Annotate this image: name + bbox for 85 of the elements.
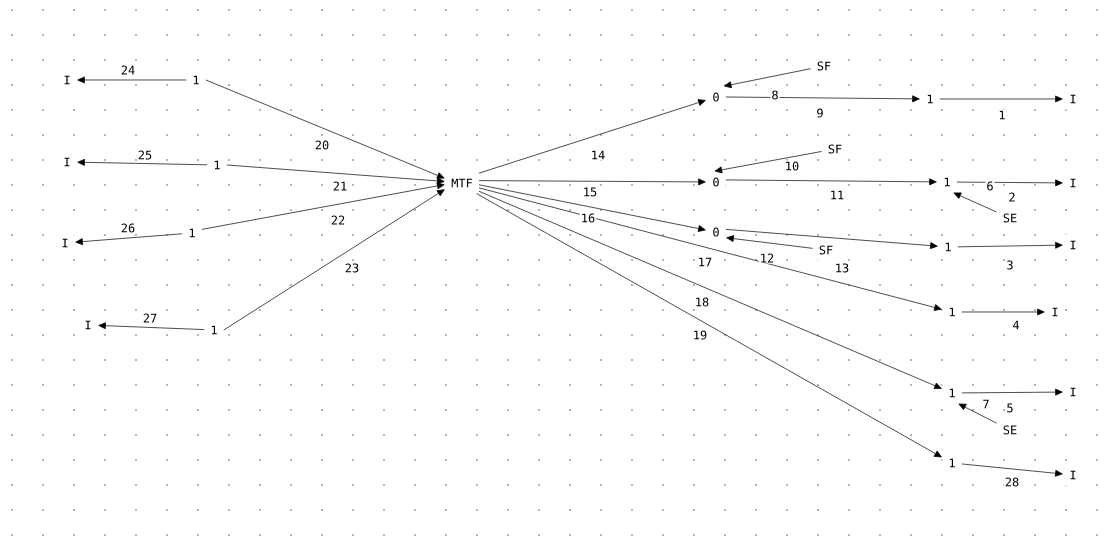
bond-number: 9 <box>815 107 825 119</box>
bond-arrow <box>478 190 942 389</box>
bond-arrow <box>75 233 183 245</box>
bond-arrow <box>77 158 208 166</box>
bond-number: 13 <box>833 262 851 274</box>
element-label: 1 <box>942 301 962 323</box>
element-label: 1 <box>942 382 962 404</box>
bond-arrow <box>956 179 1063 187</box>
bond-number: 3 <box>1005 259 1015 271</box>
bond-arrow <box>961 388 1063 396</box>
element-label: I <box>78 314 98 336</box>
element-label: SF <box>821 138 849 160</box>
bond-number: 12 <box>758 252 776 264</box>
bond-arrow <box>725 229 938 249</box>
bond-number: 23 <box>343 262 361 274</box>
bond-arrow <box>226 164 445 185</box>
bond-number: 2 <box>1007 191 1017 203</box>
bond-number: 11 <box>828 189 846 201</box>
bond-arrow <box>478 178 706 186</box>
bond-number: 27 <box>141 312 159 324</box>
bond-arrow <box>205 79 445 179</box>
bond-arrow <box>961 308 1045 316</box>
bond-arrow <box>714 151 822 174</box>
bond-number: 17 <box>696 256 714 268</box>
element-label: 1 <box>937 171 957 193</box>
element-label: I <box>57 151 77 173</box>
bond-number: 15 <box>581 186 599 198</box>
bond-number: 16 <box>579 212 597 224</box>
bond-number: 4 <box>1011 319 1021 331</box>
element-label: SF <box>810 55 838 77</box>
element-label: 0 <box>706 171 726 193</box>
element-label: SE <box>996 207 1024 229</box>
bond-number: 19 <box>691 329 709 341</box>
bond-arrow <box>726 235 813 249</box>
element-label: I <box>1063 464 1083 486</box>
element-label: I <box>1045 301 1065 323</box>
element-label: MTF <box>445 172 479 194</box>
bond-number: 6 <box>985 180 995 192</box>
bond-arrow <box>476 193 942 458</box>
element-label: I <box>1063 88 1083 110</box>
bond-arrow <box>478 187 942 311</box>
bond-arrow <box>201 182 445 230</box>
bond-arrow <box>724 68 811 89</box>
bond-arrow <box>961 463 1063 477</box>
bond-arrow <box>223 189 445 331</box>
bond-arrow <box>478 99 706 174</box>
bond-arrow <box>725 95 920 103</box>
element-label: I <box>57 69 77 91</box>
bond-arrow <box>953 192 997 213</box>
bond-number: 1 <box>997 109 1007 121</box>
bond-number: 22 <box>329 214 347 226</box>
bond-arrow <box>725 178 937 186</box>
bond-number: 5 <box>1005 402 1015 414</box>
element-label: I <box>1063 234 1083 256</box>
element-label: 1 <box>182 222 202 244</box>
element-label: I <box>55 232 75 254</box>
bond-number: 26 <box>119 222 137 234</box>
bond-arrow <box>958 403 997 424</box>
element-label: SF <box>812 239 840 261</box>
bond-number: 7 <box>981 398 991 410</box>
bond-number: 24 <box>119 64 137 76</box>
bond-arrow <box>957 241 1063 249</box>
element-label: I <box>1063 381 1083 403</box>
bond-number: 21 <box>331 180 349 192</box>
bond-arrow <box>939 95 1063 103</box>
element-label: 1 <box>186 69 206 91</box>
element-label: 1 <box>204 319 224 341</box>
bond-arrow <box>98 322 205 330</box>
bond-arrow <box>77 76 187 84</box>
element-label: 1 <box>942 452 962 474</box>
bond-arrow <box>478 184 706 232</box>
bond-number: 20 <box>313 139 331 151</box>
bond-number: 25 <box>136 149 154 161</box>
element-label: 0 <box>706 221 726 243</box>
element-label: 1 <box>920 88 940 110</box>
bond-number: 28 <box>1003 476 1021 488</box>
bond-number: 10 <box>783 160 801 172</box>
element-label: 1 <box>938 236 958 258</box>
bond-number: 18 <box>693 296 711 308</box>
element-label: I <box>1063 172 1083 194</box>
element-label: 0 <box>706 86 726 108</box>
bond-number: 8 <box>770 89 780 101</box>
element-label: SE <box>996 419 1024 441</box>
bond-number: 14 <box>589 149 607 161</box>
element-label: 1 <box>207 154 227 176</box>
